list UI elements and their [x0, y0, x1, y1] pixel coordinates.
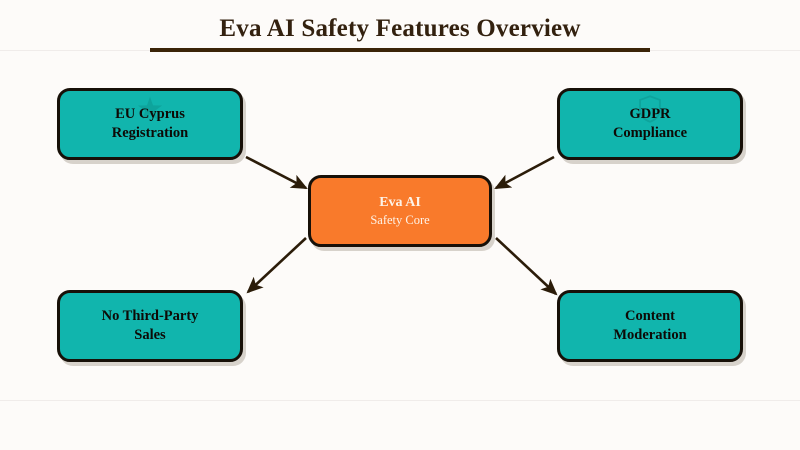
edge-eu-to-core: [245, 155, 308, 190]
edge-core-to-content-moderation: [495, 237, 558, 296]
node-label: EU Cyprus Registration: [104, 105, 197, 143]
node-label-line2: Sales: [134, 327, 166, 343]
node-eva-ai-safety-core[interactable]: Eva AI Safety Core: [308, 175, 492, 247]
title-underline: [150, 48, 650, 52]
core-node-title: Eva AI: [379, 194, 421, 210]
edge-gdpr-to-core: [494, 155, 555, 190]
bottom-divider-rule: [0, 400, 800, 401]
node-label-line1: GDPR: [629, 106, 671, 122]
page-title: Eva AI Safety Features Overview: [219, 15, 581, 42]
node-label-line1: No Third-Party: [101, 308, 199, 324]
node-content-moderation[interactable]: Content Moderation: [557, 290, 743, 362]
node-label-line1: EU Cyprus: [115, 106, 185, 122]
node-label-line2: Compliance: [612, 125, 688, 141]
edge-core-to-no-third-party: [246, 237, 307, 294]
node-label: No Third-Party Sales: [94, 307, 207, 345]
node-no-third-party-sales[interactable]: No Third-Party Sales: [57, 290, 243, 362]
node-label-line2: Moderation: [613, 327, 687, 343]
node-gdpr-compliance[interactable]: GDPR Compliance: [557, 88, 743, 160]
node-label-line2: Registration: [111, 125, 189, 141]
node-label: Content Moderation: [605, 307, 694, 345]
title-block: Eva AI Safety Features Overview: [0, 14, 800, 44]
node-label: GDPR Compliance: [605, 105, 695, 143]
node-eu-cyprus-registration[interactable]: EU Cyprus Registration: [57, 88, 243, 160]
node-label-line1: Content: [625, 308, 675, 324]
core-node-subtitle: Safety Core: [370, 212, 430, 227]
